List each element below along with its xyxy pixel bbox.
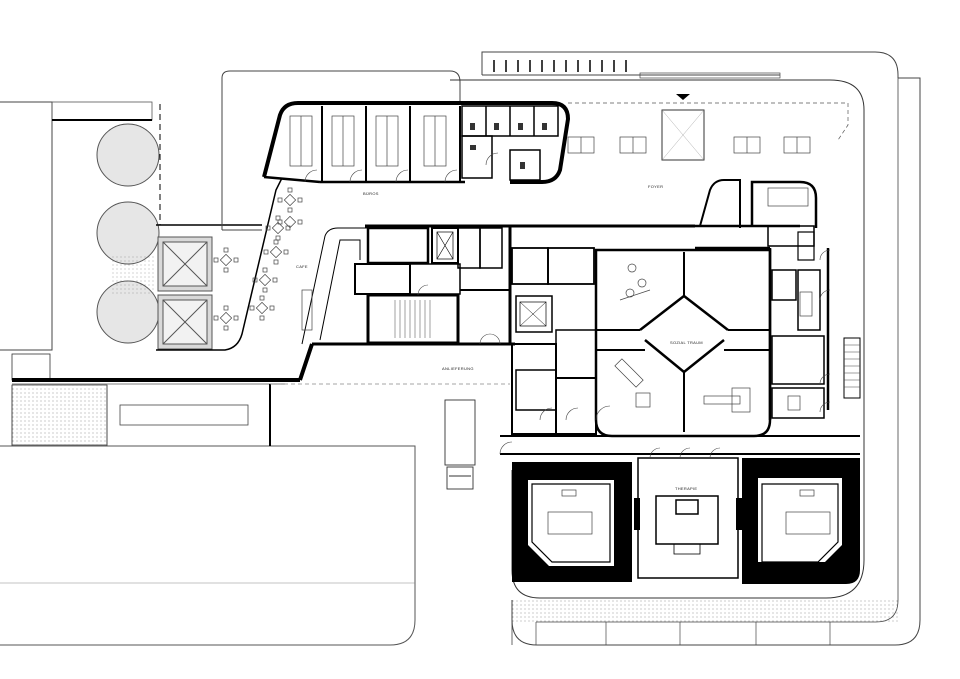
label-foyer: FOYER — [648, 184, 663, 189]
street-wall — [11, 342, 515, 446]
room-labels: BÜROS FOYER CAFE ANLIEFERUNG SOZIAL TRAU… — [296, 184, 703, 491]
tank-circles — [96, 123, 160, 344]
central-core — [354, 224, 695, 345]
label-cafe: CAFE — [296, 264, 308, 269]
label-anlieferung: ANLIEFERUNG — [442, 366, 474, 371]
cafe-terrace-outline — [156, 177, 283, 351]
label-sozial-traum: SOZIAL TRAUM — [670, 340, 703, 345]
cafe-tables — [213, 187, 303, 331]
label-buros: BÜROS — [363, 191, 379, 196]
dotted-strip-left — [112, 254, 156, 294]
right-upper-block — [695, 179, 818, 261]
left-upper-walls — [51, 101, 161, 225]
therapy-block — [499, 77, 921, 646]
delivery-truck — [444, 399, 476, 490]
label-therapie: THERAPIE — [675, 486, 697, 491]
skylight-panels — [157, 236, 213, 350]
foyer-area — [450, 51, 899, 420]
cafe-interior — [301, 227, 370, 345]
office-wing — [221, 70, 571, 231]
neighbor-buildings — [0, 101, 416, 646]
right-edge — [511, 600, 831, 645]
sozial-block — [500, 247, 861, 455]
